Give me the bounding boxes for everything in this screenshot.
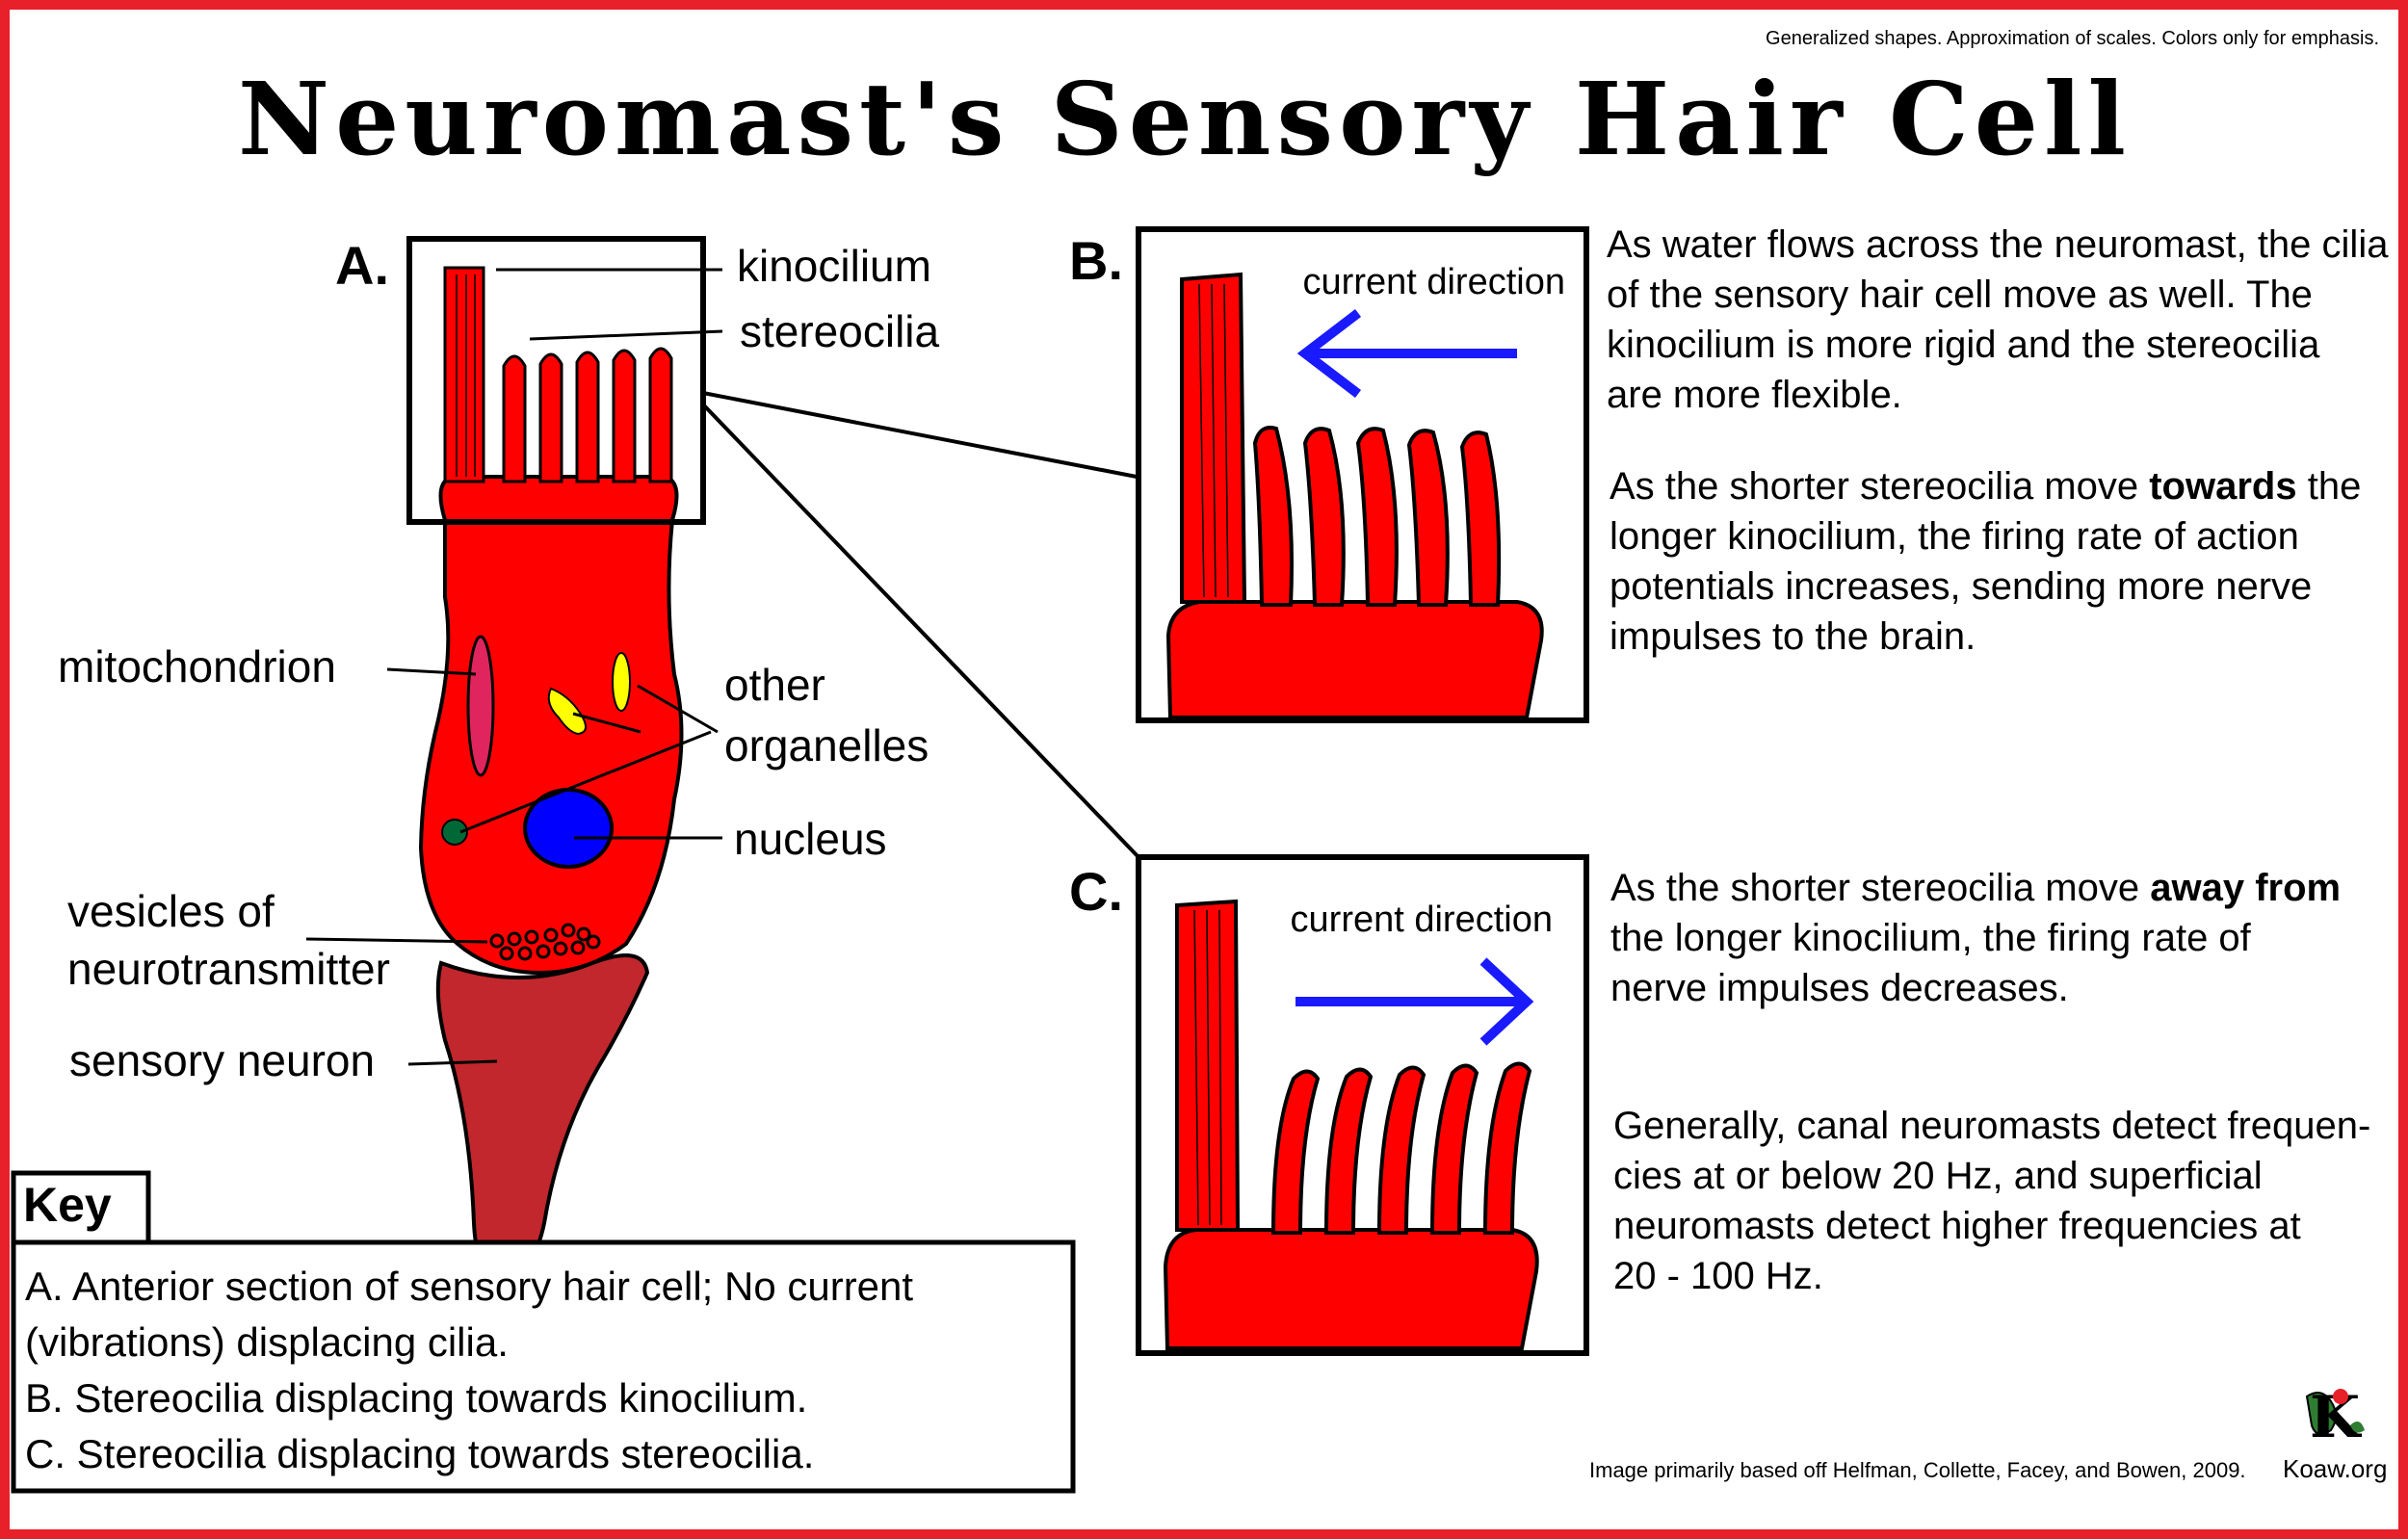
text-c2-line: 20 - 100 Hz. [1613,1255,1823,1297]
label-vesicles: neurotransmitter [67,944,390,994]
current-direction-label-c: current direction [1291,900,1553,940]
text-b2-line: longer kinocilium, the firing rate of ac… [1610,515,2299,558]
hair-cell-body [418,475,684,976]
key-line: C. Stereocilia displacing towards stereo… [25,1431,814,1476]
cell-top-c [1163,1228,1539,1350]
text-b2-post: the [2297,465,2362,508]
stereocilium-c [1270,1069,1321,1235]
key-line: (vibrations) displacing cilia. [25,1319,509,1365]
stereocilium [538,352,563,483]
key-line: B. Stereocilia displacing towards kinoci… [25,1375,807,1421]
label-other-organelles: organelles [724,720,929,770]
label-other-organelles: other [724,660,825,710]
cell-top-b [1165,600,1544,719]
key-title: Key [23,1178,112,1232]
zoom-line-c [701,403,1140,859]
current-direction-label-b: current direction [1303,262,1565,302]
text-b1-line: kinocilium is more rigid and the stereoc… [1607,324,2320,366]
current-arrow-c-head [1479,957,1534,1046]
panel-b-label: B. [1069,230,1123,291]
vesicles [489,923,601,961]
label-sensory-neuron: sensory neuron [69,1035,375,1085]
label-nucleus: nucleus [734,814,887,864]
label-mitochondrion: mitochondrion [58,641,336,691]
sensory-neuron [435,953,650,1284]
citation: Image primarily based off Helfman, Colle… [1589,1458,2246,1482]
zoom-line-b [702,391,1138,479]
stereocilium [502,354,527,483]
text-b1-line: of the sensory hair cell move as well. T… [1607,274,2313,316]
mitochondrion [466,635,495,777]
text-c2-line: neuromasts detect higher frequencies at [1613,1205,2301,1247]
stereocilium-c [1429,1063,1479,1235]
text-c2-line: Generally, canal neuromasts detect frequ… [1613,1105,2370,1147]
text-b2-line: impulses to the brain. [1610,615,1976,658]
page-title: Neuromast's Sensory Hair Cell [238,60,2132,178]
kinocilium-line [1218,909,1222,1226]
text-b2-bold: towards [2149,465,2296,508]
kinocilium-line [1223,283,1229,598]
stereocilium-c [1376,1065,1426,1235]
current-arrow-b-head [1296,309,1362,398]
stereocilium [648,347,673,483]
text-c1-pre: As the shorter stereocilia move [1610,867,2150,909]
stereocilium-b [1302,427,1346,607]
label-kinocilium: kinocilium [737,241,931,291]
panel-a-label: A. [335,235,389,296]
text-c1-line1: As the shorter stereocilia move away fro… [1610,867,2341,909]
kinocilium-line [1193,909,1199,1226]
panel-c-label: C. [1069,861,1123,922]
stereocilium-b [1406,429,1450,607]
text-c1-bold: away from [2150,867,2341,909]
kinocilium [443,266,485,483]
text-c1-line: the longer kinocilium, the firing rate o… [1610,917,2252,959]
text-c2-line: cies at or below 20 Hz, and superficial [1613,1155,2263,1197]
key-box [11,1239,1076,1494]
stereocilium [612,349,637,483]
organelle-yellow [547,687,587,736]
stereocilium [575,351,600,483]
top-note: Generalized shapes. Approximation of sca… [1766,28,2379,49]
key-line: A. Anterior section of sensory hair cell… [25,1264,913,1309]
text-b2-pre: As the shorter stereocilia move [1610,465,2149,508]
text-c1-line: nerve impulses decreases. [1610,967,2069,1009]
key-title-box [11,1170,151,1245]
kinocilium-line [1206,909,1211,1226]
text-b2-line: potentials increases, sending more nerve [1610,565,2312,608]
kinocilium-line [1198,283,1205,598]
stereocilium-c [1482,1061,1532,1235]
site-name: Koaw.org [2283,1454,2387,1483]
organelle-green [441,819,468,846]
text-b1-line: are more flexible. [1607,374,1902,416]
stereocilium-c [1323,1067,1374,1235]
text-b1-line: As water flows across the neuromast, the… [1607,223,2389,266]
kinocilium-line [1211,283,1217,598]
stereocilia-b [1355,427,1399,607]
organelle-yellow [612,652,631,712]
stereocilium-b [1252,426,1294,607]
label-stereocilia: stereocilia [740,306,940,356]
label-vesicles: vesicles of [67,886,275,936]
kinocilium-c [1175,899,1241,1232]
zoom-box-a [406,236,706,525]
stereocilium-b [1459,430,1502,607]
text-b2-line1: As the shorter stereocilia move towards … [1610,465,2361,508]
koaw-logo-icon: K [2305,1384,2365,1451]
pointer-lines [305,268,723,1066]
